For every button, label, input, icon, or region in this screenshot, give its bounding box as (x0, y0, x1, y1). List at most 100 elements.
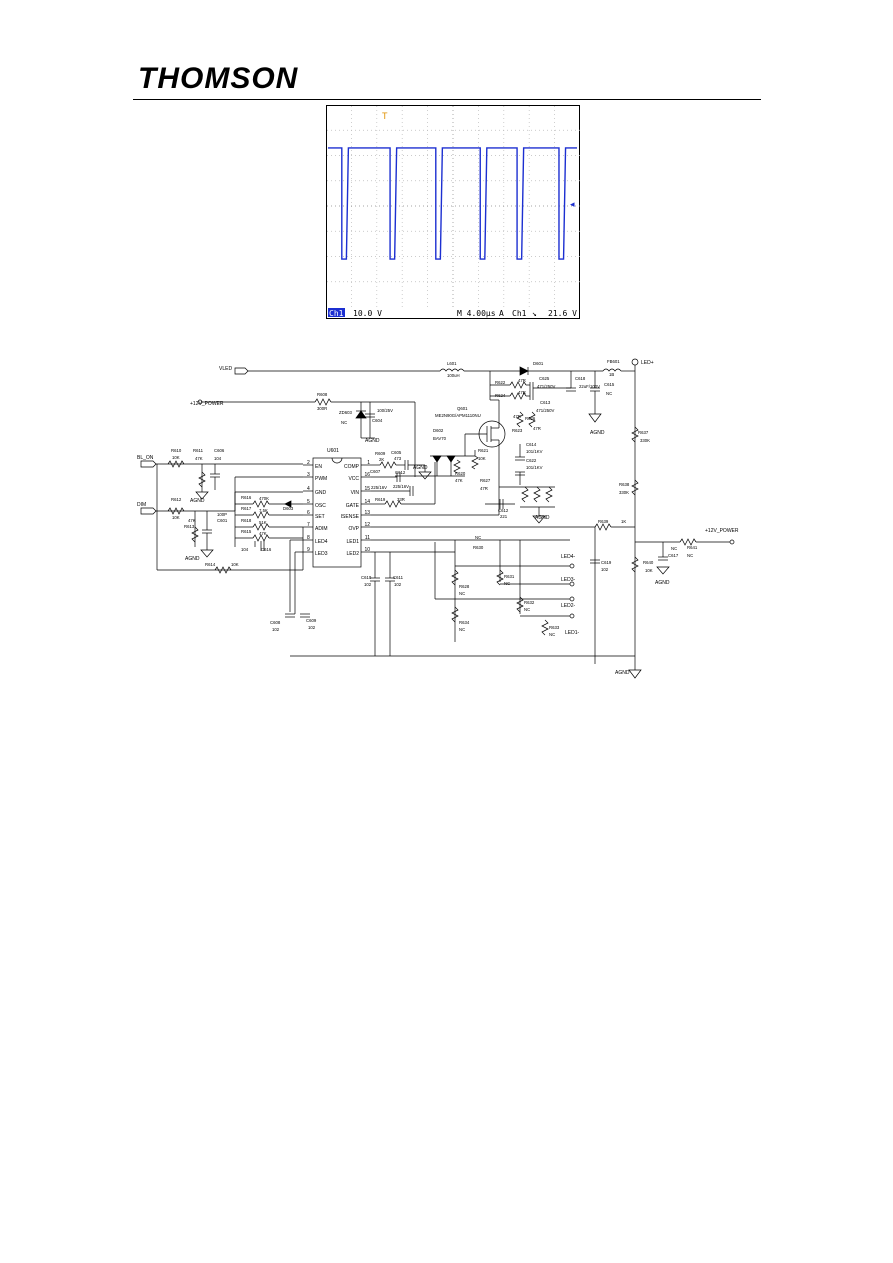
svg-text:300R: 300R (317, 406, 327, 411)
svg-text:ADIM: ADIM (315, 526, 328, 532)
net-led1: LED1- (565, 630, 580, 636)
svg-text:47R: 47R (518, 378, 526, 383)
svg-text:47K: 47K (195, 456, 203, 461)
svg-text:D602: D602 (433, 428, 444, 433)
svg-text:R630: R630 (473, 545, 484, 550)
svg-text:NC: NC (459, 627, 465, 632)
svg-text:C612: C612 (395, 470, 406, 475)
svg-text:471/250V: 471/250V (537, 384, 556, 389)
scope-waveform (328, 147, 577, 260)
svg-text:R632: R632 (524, 600, 535, 605)
svg-text:R634: R634 (459, 620, 470, 625)
svg-text:104: 104 (241, 547, 249, 552)
svg-text:GATE: GATE (346, 503, 360, 509)
svg-text:R640: R640 (643, 560, 654, 565)
svg-text:ME2N90G/APM1110NU: ME2N90G/APM1110NU (435, 413, 481, 418)
net-led4: LED4- (561, 554, 576, 560)
svg-text:R611: R611 (193, 448, 204, 453)
svg-text:10K: 10K (478, 456, 486, 461)
svg-text:47R: 47R (518, 390, 526, 395)
net-led3: LED3- (561, 577, 576, 583)
svg-text:47R: 47R (513, 414, 521, 419)
svg-text:102: 102 (601, 567, 609, 572)
svg-text:102: 102 (394, 582, 402, 587)
svg-text:R609: R609 (375, 451, 386, 456)
net-led2: LED2- (561, 603, 576, 609)
svg-text:LED4: LED4 (315, 539, 328, 545)
svg-text:10K: 10K (231, 562, 239, 567)
svg-text:C614: C614 (526, 442, 537, 447)
u601-body (312, 457, 362, 568)
svg-text:C612: C612 (498, 508, 509, 513)
svg-text:10K: 10K (172, 455, 180, 460)
agnd-label: AGND (190, 498, 205, 504)
svg-text:NC: NC (687, 553, 693, 558)
svg-text:6: 6 (307, 510, 310, 516)
agnd-label: AGND (655, 580, 670, 586)
svg-text:C615: C615 (604, 382, 615, 387)
net-12v-top: +12V_POWER (190, 401, 224, 407)
svg-text:ZD603: ZD603 (339, 410, 353, 415)
svg-text:C609: C609 (306, 618, 317, 623)
svg-text:R614: R614 (205, 562, 216, 567)
svg-text:C611: C611 (393, 575, 404, 580)
svg-text:7: 7 (307, 522, 310, 528)
svg-text:102: 102 (272, 627, 280, 632)
svg-text:16: 16 (364, 472, 370, 478)
led-plus-terminal (631, 358, 639, 366)
svg-text:R612: R612 (171, 497, 182, 502)
svg-text:C610: C610 (361, 575, 372, 580)
svg-text:R641: R641 (687, 545, 698, 550)
svg-text:NC: NC (341, 420, 347, 425)
svg-text:NC: NC (504, 581, 510, 586)
svg-text:C607: C607 (370, 469, 381, 474)
svg-text:C601: C601 (217, 518, 228, 523)
svg-text:C616: C616 (261, 547, 272, 552)
svg-text:NC: NC (524, 607, 530, 612)
net-dim: DIM (137, 502, 146, 508)
trigger-mode: A (499, 309, 504, 318)
agnd-label: AGND (185, 556, 200, 562)
svg-text:470K: 470K (259, 496, 269, 501)
svg-text:100/25V: 100/25V (377, 408, 393, 413)
svg-text:7.5K: 7.5K (259, 508, 268, 513)
net-vled: VLED (219, 366, 232, 372)
svg-text:VIN: VIN (351, 490, 360, 496)
scope-grid (327, 106, 580, 307)
svg-text:LED3: LED3 (315, 551, 328, 557)
svg-text:C622: C622 (526, 458, 537, 463)
svg-text:R627: R627 (480, 478, 491, 483)
trigger-slope-icon: ↘ (532, 309, 537, 318)
svg-text:47K: 47K (188, 518, 196, 523)
svg-text:330K: 330K (619, 490, 629, 495)
svg-text:33R: 33R (397, 497, 405, 502)
svg-text:8: 8 (307, 535, 310, 541)
net-agnd: AGND (615, 670, 630, 676)
svg-text:2: 2 (307, 460, 310, 466)
net-led-plus: LED+ (641, 360, 654, 366)
svg-text:104: 104 (214, 456, 222, 461)
svg-text:330K: 330K (640, 438, 650, 443)
svg-text:R639: R639 (598, 519, 609, 524)
svg-text:OVP: OVP (348, 526, 359, 532)
svg-text:OSC: OSC (315, 503, 326, 509)
svg-text:2K: 2K (379, 457, 384, 462)
trigger-level-marker: ◂ (570, 199, 575, 209)
svg-text:C608: C608 (270, 620, 281, 625)
ic-ref: U601 (327, 448, 339, 454)
trigger-source: Ch1 (512, 309, 527, 318)
svg-text:LED2: LED2 (346, 551, 359, 557)
svg-text:FB601: FB601 (607, 359, 620, 364)
svg-text:R620: R620 (455, 471, 466, 476)
svg-text:10K: 10K (645, 568, 653, 573)
svg-text:SET: SET (315, 514, 325, 520)
svg-text:1B: 1B (609, 372, 614, 377)
svg-text:100uH: 100uH (447, 373, 460, 378)
svg-text:47R: 47R (480, 486, 488, 491)
svg-text:D601: D601 (533, 361, 544, 366)
svg-text:5: 5 (307, 499, 310, 505)
svg-text:102: 102 (364, 582, 372, 587)
svg-text:C617: C617 (668, 553, 679, 558)
